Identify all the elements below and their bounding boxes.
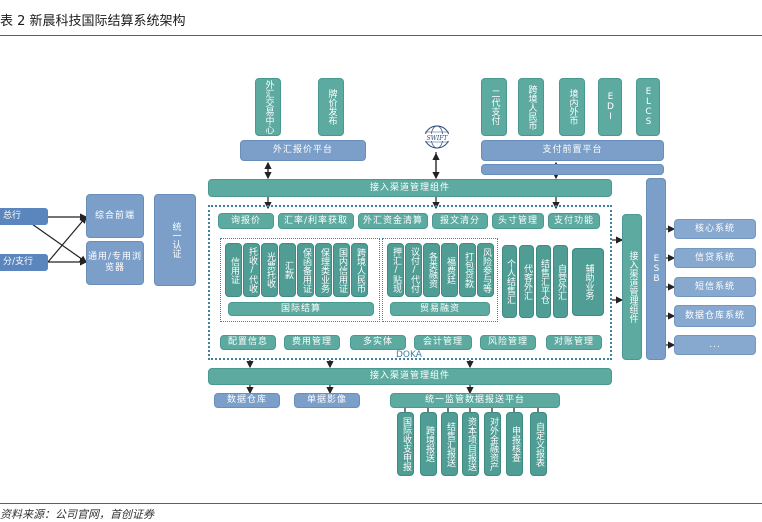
intl-collection: 托收/代收 — [243, 243, 260, 297]
doka-label: DOKA — [396, 350, 422, 360]
payment-front-extension — [481, 164, 664, 175]
fx-settlement-squaring: 结售汇平仓 — [536, 245, 551, 318]
core-system-box: 核心系统 — [674, 219, 756, 239]
edi-box: EDI — [598, 78, 622, 136]
report-verification: 申报核查 — [506, 412, 523, 476]
intl-cross-border-rmb: 跨境人民币 — [351, 243, 368, 297]
title-rule — [0, 35, 762, 36]
tf-forfaiting: 福费廷 — [441, 243, 458, 297]
integrated-frontend-box: 综合前端 — [86, 194, 144, 238]
fx-personal-settlement: 个人结售汇 — [502, 245, 517, 318]
bottom-fee-mgmt: 费用管理 — [284, 335, 340, 350]
payment-front-platform-box: 支付前置平台 — [481, 140, 664, 161]
intl-factoring: 保理类业务 — [315, 243, 332, 297]
tf-negotiation: 议付/代付 — [405, 243, 422, 297]
figure-title: 表 2 新晨科技国际结算系统架构 — [0, 14, 186, 29]
fx-trading-center-box: 外汇交易中心 — [255, 78, 281, 136]
function-position-mgmt: 头寸管理 — [492, 213, 544, 229]
more-systems-box: ... — [674, 335, 756, 355]
doc-image-box: 单据影像 — [294, 393, 360, 408]
bottom-reconciliation: 对账管理 — [546, 335, 602, 350]
bottom-multi-entity: 多实体 — [350, 335, 406, 350]
function-inquiry: 询报价 — [218, 213, 274, 229]
fx-proprietary: 自营外汇 — [553, 245, 568, 318]
intl-guarantee: 保函备用证 — [297, 243, 314, 297]
fx-quote-platform-box: 外汇报价平台 — [240, 140, 366, 161]
function-rate-fetch: 汇率/利率获取 — [278, 213, 354, 229]
trade-finance-label: 贸易融资 — [390, 302, 490, 316]
regulatory-platform-box: 统一监管数据报送平台 — [390, 393, 560, 408]
report-fx-settlement: 结售汇报送 — [441, 412, 458, 476]
source-note: 资料来源：公司官网，首创证券 — [0, 508, 154, 521]
bottom-config-info: 配置信息 — [220, 335, 276, 350]
bottom-accounting: 会计管理 — [414, 335, 472, 350]
access-channel-bar-top: 接入渠道管理组件 — [208, 179, 612, 197]
tf-packing-loan: 打包贷款 — [459, 243, 476, 297]
tf-bill-discount: 押汇/贴现 — [387, 243, 404, 297]
data-warehouse-box: 数据仓库 — [214, 393, 280, 408]
trade-finance-frame — [382, 238, 498, 322]
domestic-fx-box: 境内外币 — [559, 78, 585, 136]
function-payment: 支付功能 — [548, 213, 600, 229]
price-publish-box: 牌价发布 — [318, 78, 344, 136]
tf-financing: 各类融资 — [423, 243, 440, 297]
intl-domestic-lc: 国内信用证 — [333, 243, 350, 297]
intl-settlement-frame — [220, 238, 380, 322]
aux-business-box: 辅助业务 — [572, 248, 604, 316]
cross-border-rmb-box: 跨境人民币 — [518, 78, 544, 136]
access-channel-bar-bottom: 接入渠道管理组件 — [208, 368, 612, 385]
intl-remittance: 汇款 — [279, 243, 296, 297]
doka-frame — [208, 205, 612, 360]
intl-letter-of-credit: 信用证 — [225, 243, 242, 297]
unified-auth-box: 统一认证 — [154, 194, 196, 286]
tf-risk-participation: 风险参与等 — [477, 243, 494, 297]
function-fx-clearing: 外汇资金清算 — [358, 213, 428, 229]
report-capital: 资本项目报送 — [462, 412, 479, 476]
swift-label: SWIFT — [427, 135, 449, 142]
browser-box: 通用/专用浏览器 — [86, 241, 144, 285]
intl-clean-collection: 光票托收 — [261, 243, 278, 297]
elcs-box: ELCS — [636, 78, 660, 136]
report-bop: 国际收支申报 — [397, 412, 414, 476]
function-msg-routing: 报文清分 — [432, 213, 488, 229]
report-cross-border: 跨境报送 — [420, 412, 437, 476]
data-warehouse-system-box: 数据仓库系统 — [674, 305, 756, 327]
fx-agent: 代客外汇 — [519, 245, 534, 318]
head-office-label: 总行 — [0, 208, 48, 225]
source-rule — [0, 503, 762, 504]
esb-bar: ESB — [646, 178, 666, 360]
credit-system-box: 信贷系统 — [674, 248, 756, 268]
report-custom: 自定义报表 — [530, 412, 547, 476]
access-channel-bar-right: 接入渠道管理组件 — [622, 214, 642, 360]
report-foreign-assets: 对外金融资产 — [484, 412, 501, 476]
branch-label: 分/支行 — [0, 254, 48, 271]
swift-icon: SWIFT — [421, 125, 453, 149]
intl-settlement-label: 国际结算 — [228, 302, 374, 316]
bottom-risk-mgmt: 风险管理 — [480, 335, 536, 350]
cips-box: 二代支付 — [481, 78, 507, 136]
sms-system-box: 短信系统 — [674, 277, 756, 297]
